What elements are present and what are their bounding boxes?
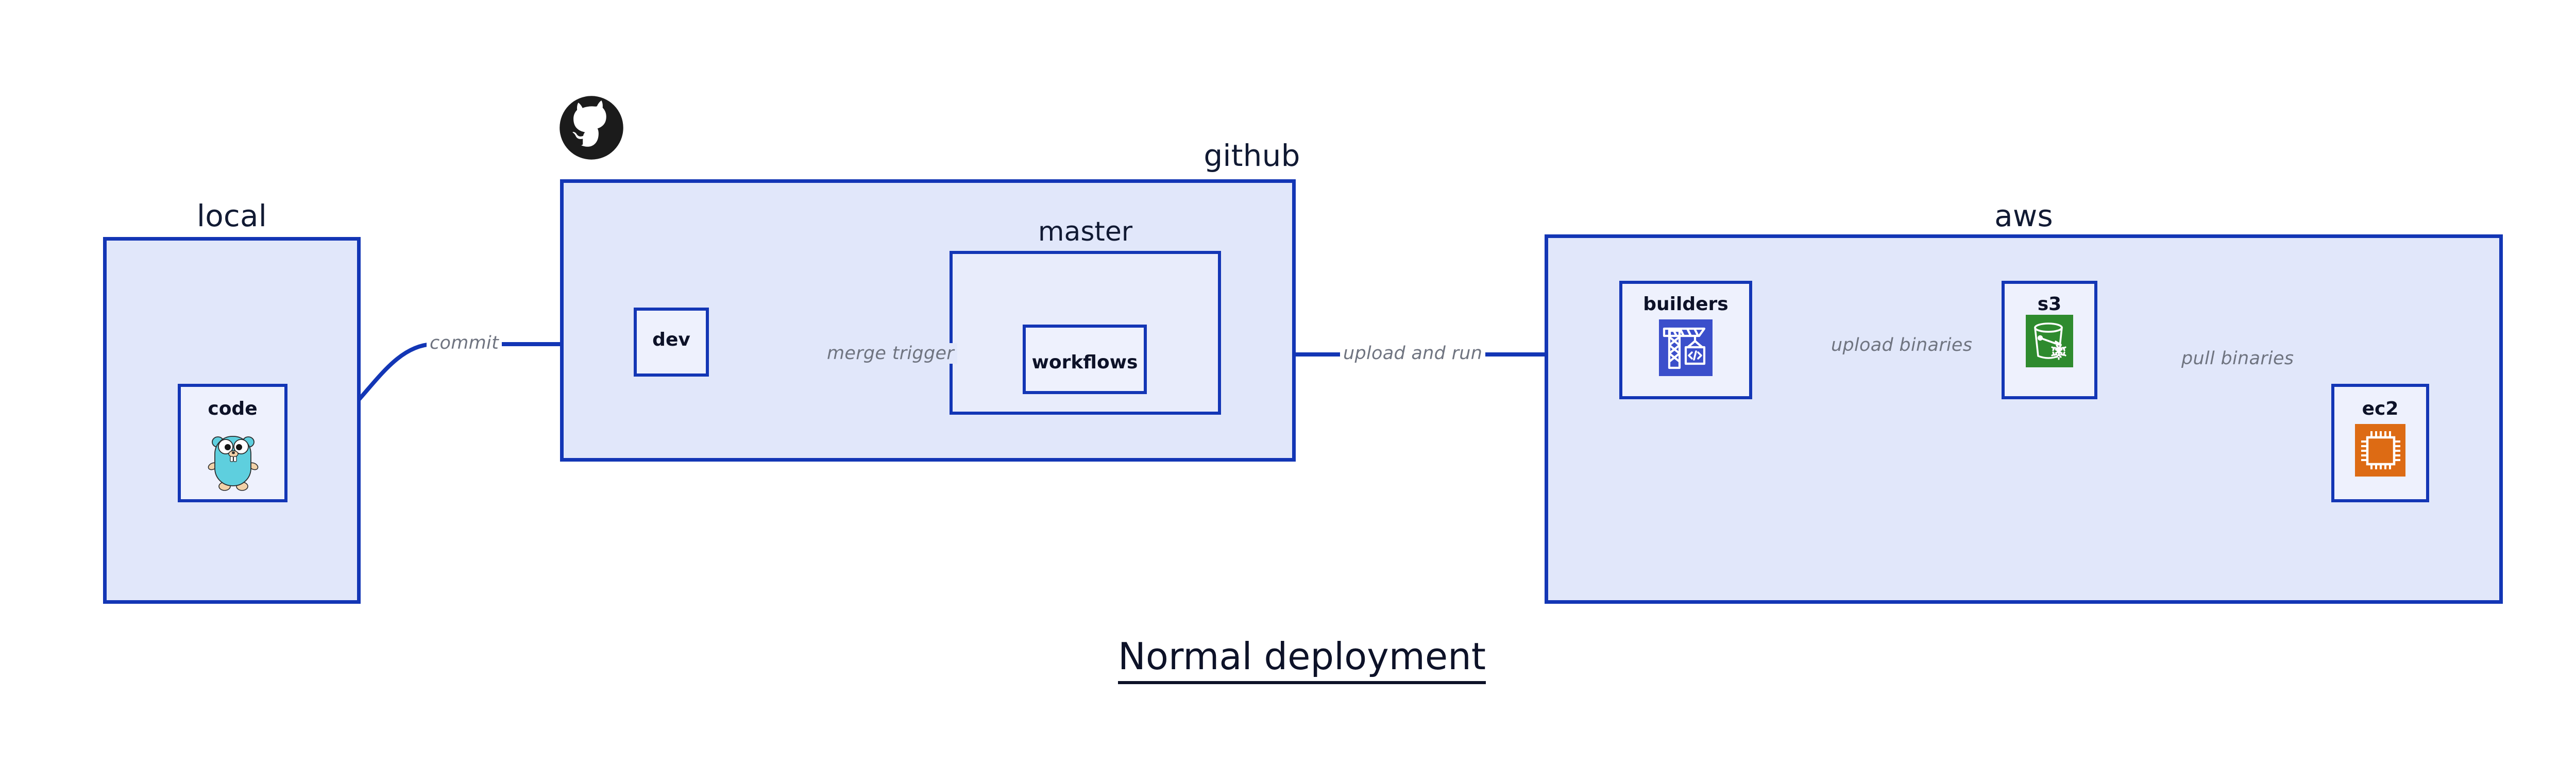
github-octocat-logo <box>559 95 624 162</box>
zone-title-github: github <box>1204 138 1300 173</box>
node-workflows[interactable]: workflows <box>1023 325 1147 394</box>
node-builders[interactable]: builders <box>1619 281 1752 399</box>
edge-label-commit: commit <box>427 333 502 353</box>
node-s3[interactable]: s3 <box>2002 281 2097 399</box>
node-ec2[interactable]: ec2 <box>2331 384 2429 502</box>
node-label-builders: builders <box>1643 294 1728 315</box>
zone-title-local: local <box>196 198 267 233</box>
node-label-dev: dev <box>652 329 690 350</box>
node-label-ec2: ec2 <box>2362 398 2399 419</box>
diagram-title: Normal deployment <box>0 635 2576 684</box>
node-label-s3: s3 <box>2037 294 2062 315</box>
aws-s3-bucket-glacier-icon <box>2026 315 2073 369</box>
subzone-title-master: master <box>1038 216 1133 247</box>
edge-label-merge-trigger: merge trigger <box>824 343 957 364</box>
diagram-title-text: Normal deployment <box>1117 635 1486 684</box>
node-code[interactable]: code <box>178 384 287 502</box>
edge-label-upload-binaries: upload binaries <box>1828 335 1976 355</box>
edge-label-pull-binaries: pull binaries <box>2178 348 2297 369</box>
zone-title-aws: aws <box>1994 198 2053 233</box>
aws-codebuild-crane-icon <box>1659 319 1713 378</box>
node-label-workflows: workflows <box>1031 352 1138 373</box>
aws-ec2-chip-icon <box>2355 424 2405 479</box>
node-label-code: code <box>208 398 258 419</box>
go-gopher-icon <box>204 429 262 493</box>
node-dev[interactable]: dev <box>634 308 709 377</box>
edge-label-upload-and-run: upload and run <box>1340 343 1486 364</box>
